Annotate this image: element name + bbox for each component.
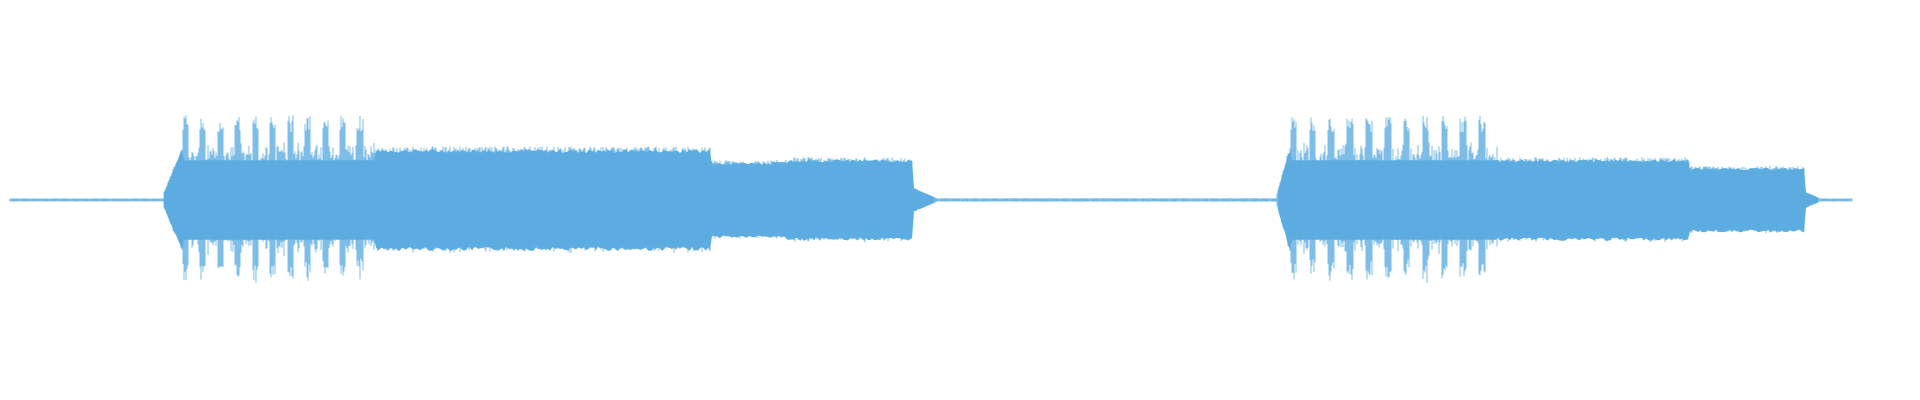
waveform-spikes [9, 115, 1853, 283]
waveform-envelope [164, 149, 1818, 251]
